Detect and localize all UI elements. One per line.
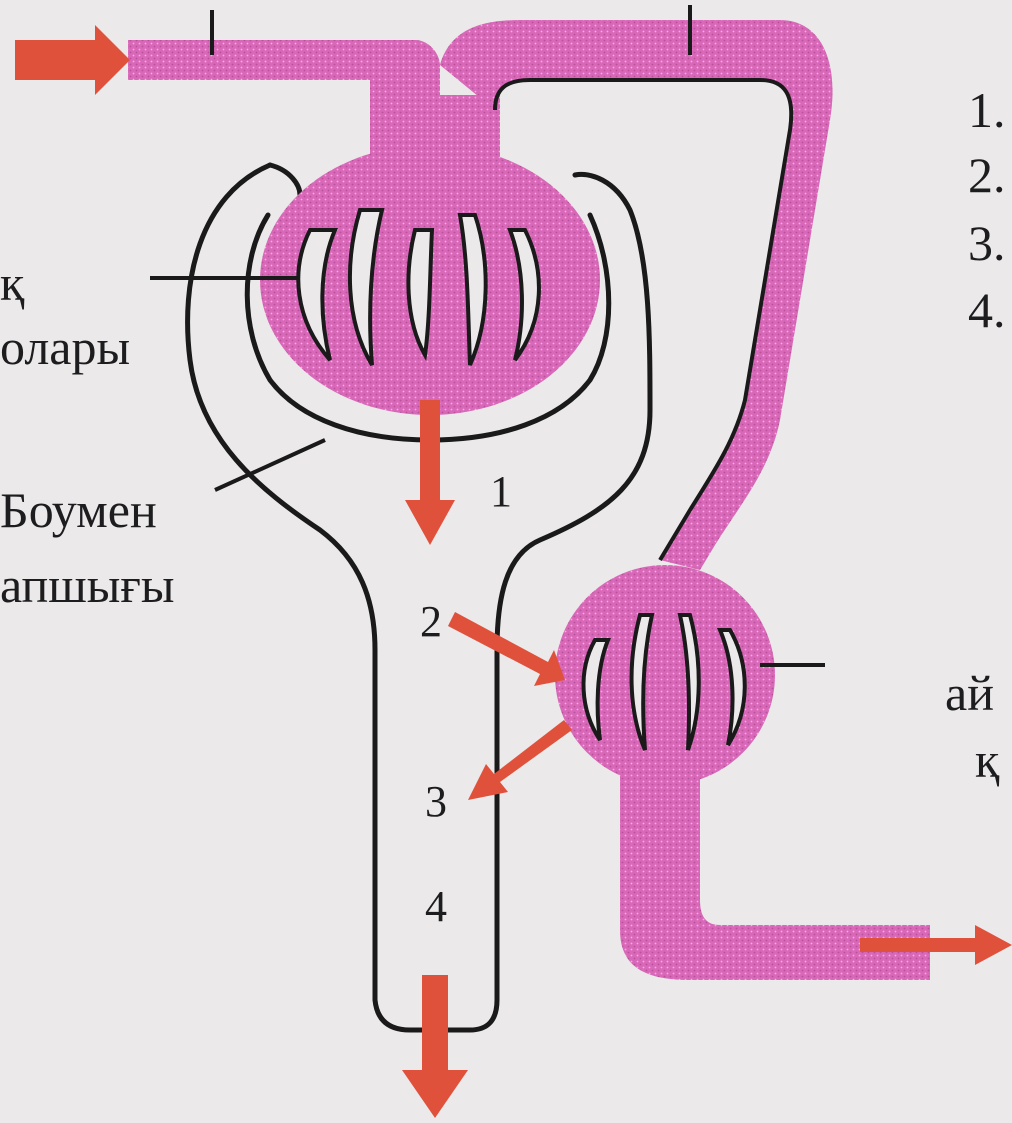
process-number-4: 4 xyxy=(425,885,447,929)
process-number-3: 3 xyxy=(425,780,447,824)
bowman-capsule-label-line1: Боумен xyxy=(0,485,157,535)
legend-item-3: 3. xyxy=(968,218,1006,268)
afferent-arteriole xyxy=(128,40,440,100)
secretion-arrow xyxy=(468,720,572,800)
process-number-1: 1 xyxy=(490,470,512,514)
process-number-2: 2 xyxy=(420,600,442,644)
capillary-label-line1: қ xyxy=(0,258,24,308)
blood-vessels xyxy=(128,20,930,980)
pointer-bowman-capsule xyxy=(215,440,325,490)
filtration-arrow xyxy=(405,400,455,545)
legend-item-2: 2. xyxy=(968,150,1006,200)
legend-item-4: 4. xyxy=(968,285,1006,335)
afferent-inflow-arrow xyxy=(15,25,130,95)
reabsorption-arrow xyxy=(448,612,565,686)
bowman-capsule-label-line2: апшығы xyxy=(0,560,175,610)
capsule-mouth-line xyxy=(270,165,300,195)
glomerulus-neck xyxy=(370,95,500,170)
peritubular-label-partial-2: қ xyxy=(975,735,999,785)
peritubular-label-partial-1: ай xyxy=(945,668,994,718)
capillary-label-line2: олары xyxy=(0,322,130,372)
legend-item-1: 1. xyxy=(968,85,1006,135)
excretion-arrow xyxy=(402,975,468,1118)
